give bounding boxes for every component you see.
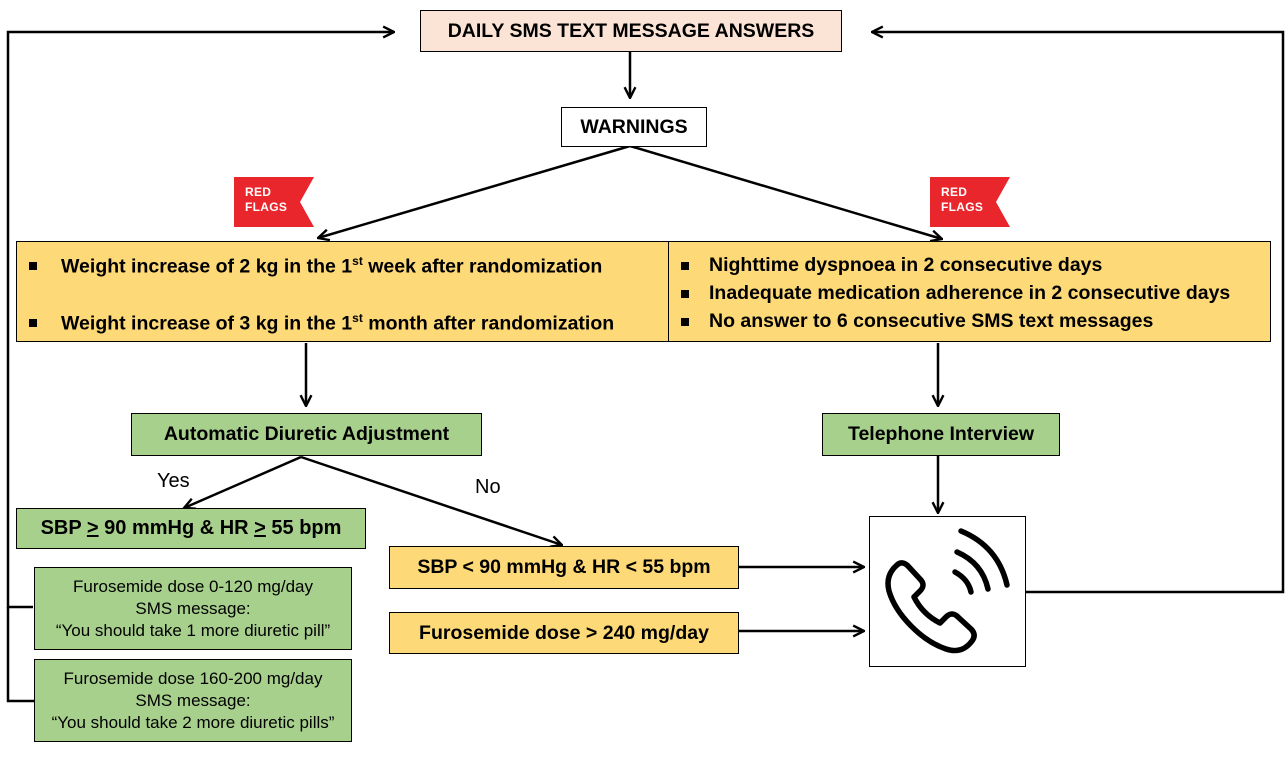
arrow-yes: [184, 455, 302, 508]
telephone-interview-box: Telephone Interview: [822, 413, 1060, 456]
symptom-criteria-list: Nighttime dyspnoea in 2 consecutive days…: [669, 242, 1270, 333]
right-feedback-line: [872, 32, 1285, 594]
telephone-interview-label: Telephone Interview: [847, 423, 1034, 445]
dose-box-low-line2: SMS message:: [135, 598, 251, 618]
phone-call-box: [869, 516, 1026, 667]
dose-box-low: Furosemide dose 0-120 mg/day SMS message…: [34, 567, 352, 650]
bullet: [681, 290, 689, 298]
sbp-normal-box: SBP > 90 mmHg & HR > 55 bpm: [16, 508, 366, 549]
bullet: [29, 319, 37, 327]
red-flag-icon: [234, 177, 314, 227]
no-label: No: [475, 476, 501, 498]
phone-call-icon: [885, 528, 1010, 654]
sbp-low-label: SBP < 90 mmHg & HR < 55 bpm: [417, 556, 711, 578]
red-flag-text: RED FLAGS: [941, 185, 984, 214]
left-feedback-stub: [6, 607, 35, 703]
criterion-dyspnoea: Nighttime dyspnoea in 2 consecutive days: [669, 254, 1270, 282]
furosemide-high-label: Furosemide dose > 240 mg/day: [419, 621, 709, 644]
weight-criteria-list: Weight increase of 2 kg in the 1st week …: [17, 242, 668, 336]
dose-box-high-line3: “You should take 2 more diuretic pills”: [51, 712, 335, 732]
red-flag-icon: [930, 177, 1010, 227]
dose-box-high-line2: SMS message:: [135, 690, 251, 710]
arrow-no: [300, 455, 562, 545]
bullet: [681, 262, 689, 270]
warnings-box: WARNINGS: [561, 107, 707, 147]
criterion-adherence: Inadequate medication adherence in 2 con…: [669, 282, 1270, 310]
sbp-low-box: SBP < 90 mmHg & HR < 55 bpm: [389, 546, 739, 589]
arrow-to-left-criteria: [318, 144, 631, 238]
dose-box-low-line1: Furosemide dose 0-120 mg/day: [72, 576, 314, 596]
bullet: [29, 262, 37, 270]
red-flag-badge-left: RED FLAGS: [234, 177, 314, 227]
arrow-to-right-criteria: [629, 144, 942, 239]
yes-label: Yes: [157, 470, 190, 492]
bullet: [681, 318, 689, 326]
daily-sms-answers-box: DAILY SMS TEXT MESSAGE ANSWERS: [420, 10, 842, 52]
weight-criterion-week: Weight increase of 2 kg in the 1st week …: [17, 254, 668, 311]
weight-criteria-box: Weight increase of 2 kg in the 1st week …: [16, 241, 669, 342]
daily-sms-answers-label: DAILY SMS TEXT MESSAGE ANSWERS: [447, 19, 815, 42]
automatic-diuretic-adjustment-box: Automatic Diuretic Adjustment: [131, 413, 482, 456]
dose-box-high-line1: Furosemide dose 160-200 mg/day: [63, 668, 323, 688]
left-feedback-line: [6, 32, 394, 609]
red-flag-badge-right: RED FLAGS: [930, 177, 1010, 227]
weight-criterion-month: Weight increase of 3 kg in the 1st month…: [17, 311, 668, 336]
furosemide-high-box: Furosemide dose > 240 mg/day: [389, 612, 739, 654]
dose-box-low-line3: “You should take 1 more diuretic pill”: [55, 620, 331, 640]
dose-box-high: Furosemide dose 160-200 mg/day SMS messa…: [34, 659, 352, 742]
criterion-no-answer: No answer to 6 consecutive SMS text mess…: [669, 310, 1270, 333]
warnings-label: WARNINGS: [580, 115, 688, 138]
automatic-diuretic-adjustment-label: Automatic Diuretic Adjustment: [163, 423, 450, 445]
symptom-criteria-box: Nighttime dyspnoea in 2 consecutive days…: [668, 241, 1271, 342]
red-flag-text: RED FLAGS: [245, 185, 288, 214]
sbp-normal-label: SBP > 90 mmHg & HR > 55 bpm: [40, 517, 342, 539]
